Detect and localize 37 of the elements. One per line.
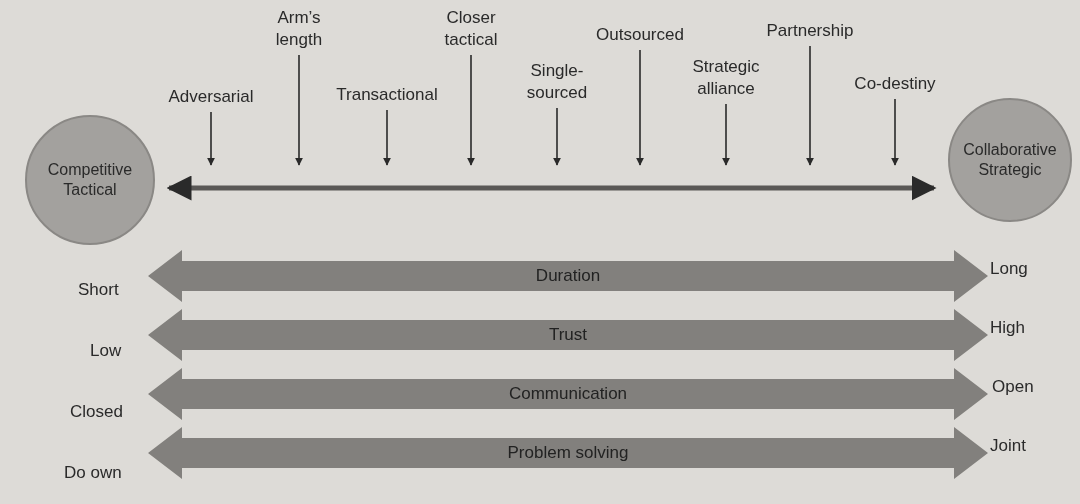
relationship-label: Outsourced <box>585 24 695 46</box>
arrow <box>636 49 644 166</box>
arrow <box>467 54 475 166</box>
arrow <box>295 54 303 166</box>
scale-end-label: Open <box>992 376 1034 398</box>
arrow <box>207 111 215 166</box>
double-arrow <box>166 175 937 201</box>
band-label: Trust <box>548 324 588 347</box>
scale-end-label: Short <box>78 279 119 301</box>
arrow <box>722 103 730 166</box>
scale-end-label: Long <box>990 258 1028 280</box>
scale-end-label: Do own <box>64 462 122 484</box>
arrow <box>891 98 899 166</box>
arrow <box>806 45 814 166</box>
arrow <box>383 109 391 166</box>
scale-end-label: Joint <box>990 435 1026 457</box>
band-label: Communication <box>508 383 628 406</box>
band-label: Duration <box>535 265 601 288</box>
relationship-label: Adversarial <box>155 86 267 108</box>
double-arrow-band <box>148 427 988 479</box>
node-label: Competitive Tactical <box>46 160 134 200</box>
arrow <box>553 107 561 166</box>
relationship-label: Transactional <box>323 84 451 106</box>
relationship-label: Strategic alliance <box>680 56 772 100</box>
scale-end-label: Closed <box>70 401 123 423</box>
band-label: Problem solving <box>507 442 629 465</box>
double-arrow-band <box>148 309 988 361</box>
relationship-label: Arm’s length <box>253 7 345 51</box>
double-arrow-band <box>148 368 988 420</box>
relationship-label: Single-sourced <box>516 60 598 104</box>
relationship-label: Co-destiny <box>845 73 945 95</box>
scale-end-label: High <box>990 317 1025 339</box>
scale-end-label: Low <box>90 340 122 362</box>
double-arrow-band <box>148 250 988 302</box>
relationship-label: Closer tactical <box>425 7 517 51</box>
relationship-label: Partnership <box>753 20 867 42</box>
node-label: Collaborative Strategic <box>962 140 1058 180</box>
